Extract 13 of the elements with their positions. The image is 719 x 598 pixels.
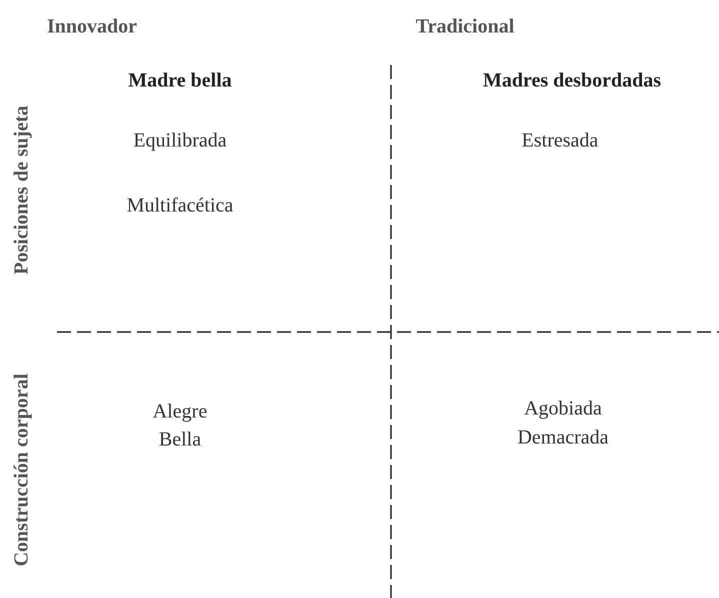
quadrant-term: Estresada: [522, 130, 598, 152]
quadrant-term: Alegre: [152, 400, 208, 424]
quadrant-term: Demacrada: [517, 426, 609, 450]
quadrant-term: Agobiada: [524, 398, 602, 420]
row-heading: Posiciones de sujeta: [10, 106, 34, 274]
category-title: Madres desbordadas: [483, 70, 661, 92]
quadrant-term: Bella: [158, 428, 202, 452]
row-heading: Construcción corporal: [10, 374, 34, 566]
category-title: Madre bella: [128, 70, 232, 92]
quadrant-term: Multifacética: [126, 194, 234, 218]
quadrant-term: Equilibrada: [133, 130, 227, 152]
column-heading: Tradicional: [416, 16, 514, 38]
column-heading: Innovador: [46, 16, 138, 38]
